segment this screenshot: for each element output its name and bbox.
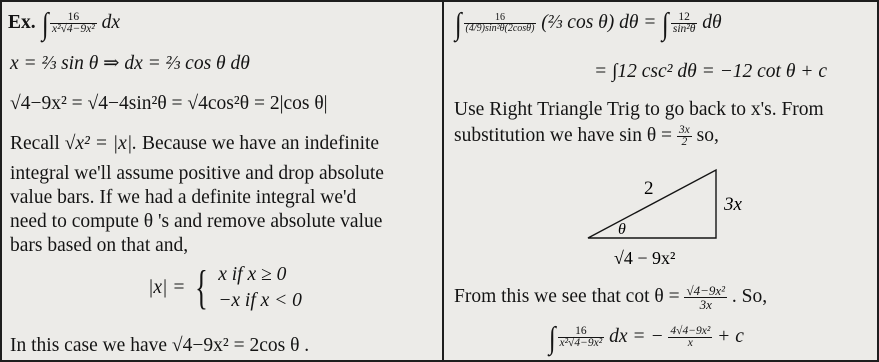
triangle-opposite-label: 3x [723, 194, 743, 215]
para-line-2: value bars. If we had a definite integra… [10, 187, 357, 208]
triangle-adjacent-label: √4 − 9x² [614, 248, 675, 268]
left-border [0, 0, 2, 362]
para-line-4: bars based on that and, [10, 235, 189, 256]
recall-line: Recall √x² = |x|. Because we have an ind… [10, 133, 380, 154]
integral-sign: ∫ [41, 6, 49, 41]
triangle-shape [587, 168, 717, 239]
para-line-1: integral we'll assume positive and drop … [10, 163, 384, 184]
sqrt-simplification: √4−9x² = √4−4sin²θ = √4cos²θ = 2|cos θ| [10, 93, 328, 114]
example-label: Ex. [8, 11, 36, 33]
case-positive: x if x ≥ 0 [218, 264, 287, 285]
substituted-fraction: 16(4/9)sin²θ(2cosθ) [463, 12, 537, 34]
absolute-value-definition: |x| = { x if x ≥ 0 −x if x < 0 [148, 261, 302, 314]
triangle-angle-label: θ [618, 221, 626, 238]
right-border [877, 0, 879, 362]
top-border [0, 0, 879, 2]
trig-line-1: Use Right Triangle Trig to go back to x'… [454, 99, 824, 120]
left-brace: { [195, 261, 209, 314]
final-statement: In this case we have √4−9x² = 2cos θ . [10, 335, 310, 356]
right-triangle: 2 3x θ √4 − 9x² [587, 168, 743, 268]
column-divider [442, 0, 444, 362]
triangle-hypotenuse-label: 2 [644, 178, 654, 199]
case-negative: −x if x < 0 [218, 290, 302, 311]
integral-result: = ∫12 csc² dθ = −12 cot θ + c [594, 61, 827, 82]
substitution-line: x = ⅔ sin θ ⇒ dx = ⅔ cos θ dθ [10, 53, 250, 74]
bottom-border [0, 360, 879, 362]
para-line-3: need to compute θ 's and remove absolute… [10, 211, 383, 232]
example-dx: dx [101, 11, 120, 33]
